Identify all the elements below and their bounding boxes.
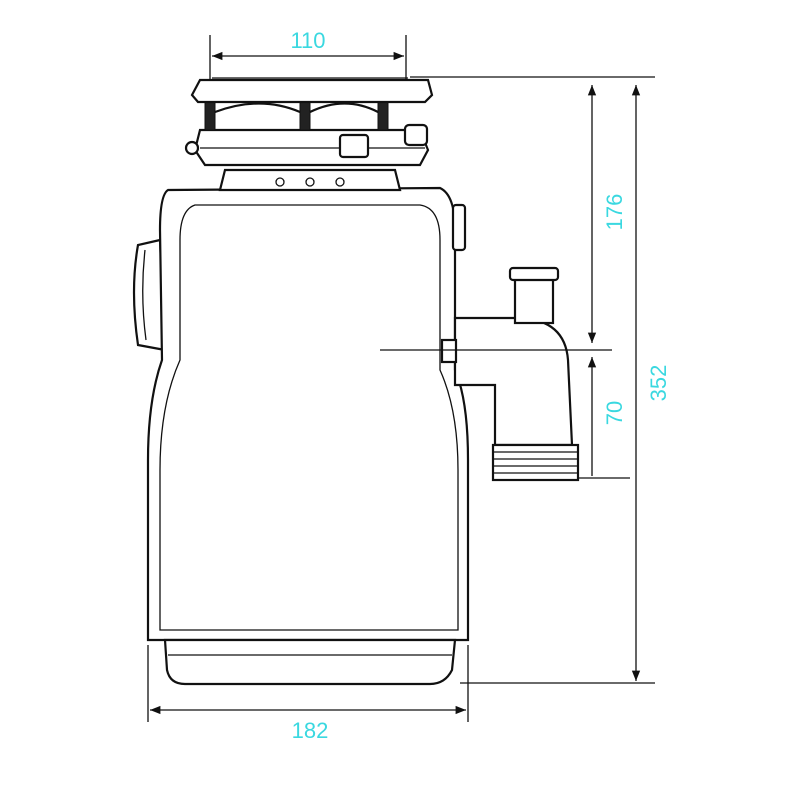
body-inner-contour [159, 204, 459, 631]
dimension-182: 182 [292, 718, 329, 743]
thread-lines [493, 451, 578, 474]
mount-post [204, 99, 216, 131]
dimension-70: 70 [602, 401, 627, 425]
side-bolt [451, 203, 467, 252]
outlet-elbow [453, 316, 574, 447]
mount-collar [218, 168, 402, 192]
dishwasher-inlet [132, 238, 167, 352]
mount-post [377, 99, 389, 131]
outlet-riser [513, 276, 555, 325]
threaded-outlet [491, 443, 580, 482]
dimension-176: 176 [602, 194, 627, 231]
mount-tab [338, 133, 370, 159]
body-housing [146, 186, 470, 642]
dimension-lines [147, 35, 655, 722]
dimension-110: 110 [290, 28, 325, 53]
sink-flange [190, 78, 434, 104]
mount-post [299, 99, 311, 131]
bottom-base [163, 638, 457, 686]
dimension-352: 352 [646, 365, 671, 402]
disposal-unit [132, 77, 580, 686]
